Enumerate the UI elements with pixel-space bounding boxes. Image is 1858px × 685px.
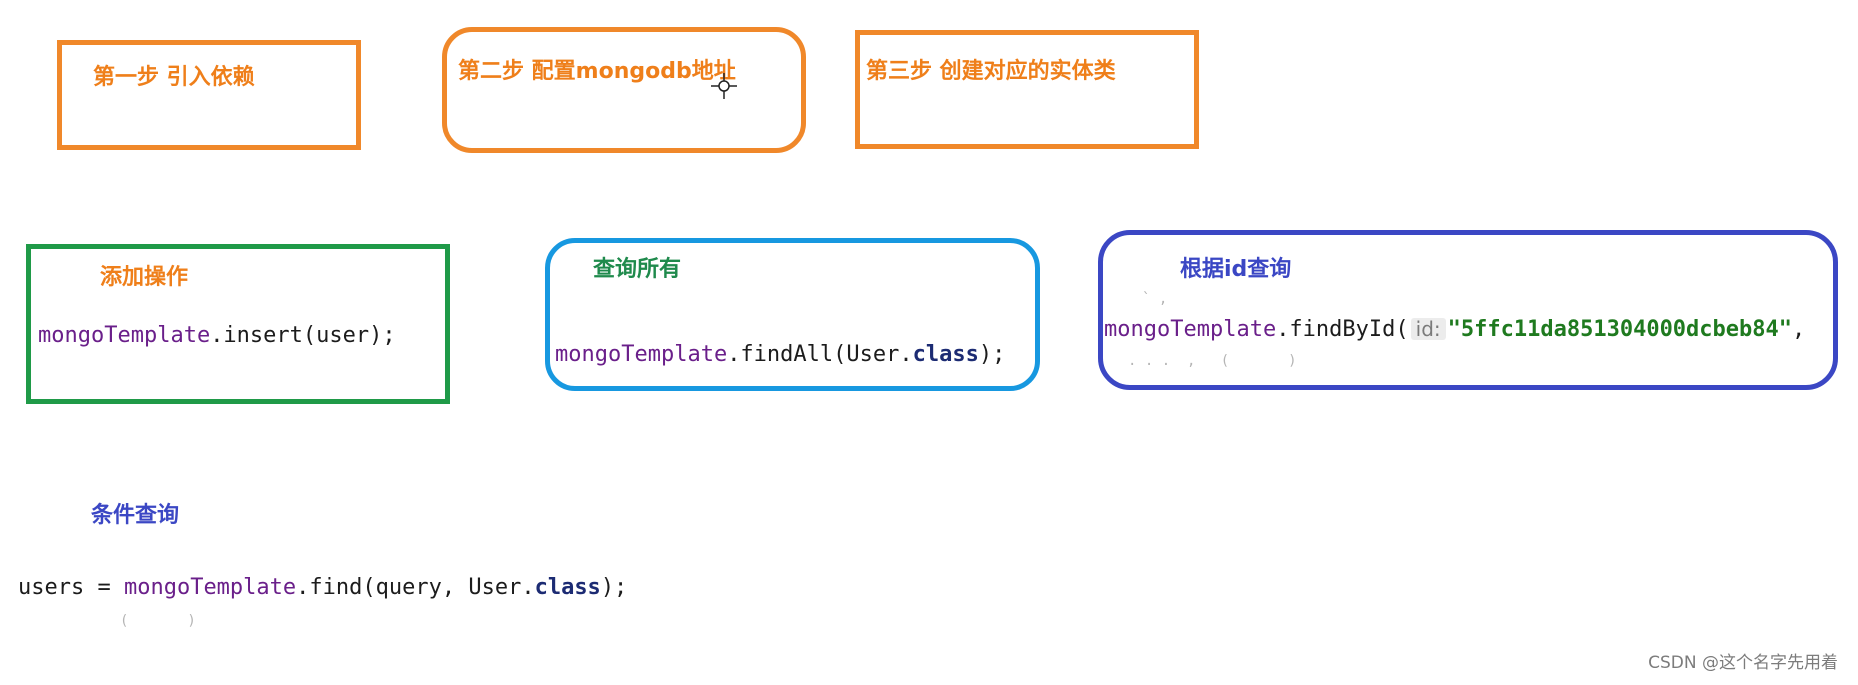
code-method: .findById( bbox=[1276, 317, 1409, 342]
code-fragment-below: . . . , ( ) bbox=[1128, 353, 1297, 369]
step1-box bbox=[57, 40, 361, 150]
code-object: mongoTemplate bbox=[38, 323, 211, 348]
code-keyword: class bbox=[534, 575, 601, 600]
code-end: ); bbox=[978, 342, 1006, 367]
condition-query-code: users = mongoTemplate.find(query, User.c… bbox=[18, 577, 627, 599]
csdn-watermark: CSDN @这个名字先用着 bbox=[1648, 653, 1838, 673]
code-end: ); bbox=[600, 575, 628, 600]
find-by-id-title: 根据id查询 bbox=[1180, 257, 1292, 282]
add-operation-box bbox=[26, 244, 450, 404]
step3-box bbox=[855, 30, 1199, 149]
code-object: mongoTemplate bbox=[1104, 317, 1277, 342]
code-fragment-bottom: ( ) bbox=[120, 613, 196, 629]
code-object: mongoTemplate bbox=[123, 575, 297, 600]
find-by-id-box bbox=[1098, 230, 1838, 390]
code-object: mongoTemplate bbox=[555, 342, 728, 367]
step2-box bbox=[442, 27, 806, 153]
find-all-title: 查询所有 bbox=[593, 257, 682, 282]
add-operation-title: 添加操作 bbox=[100, 265, 189, 290]
step3-title: 第三步 创建对应的实体类 bbox=[866, 59, 1116, 84]
add-operation-code: mongoTemplate.insert(user); bbox=[38, 325, 396, 347]
code-fragment-above: ` , bbox=[1142, 291, 1168, 307]
find-all-box bbox=[545, 238, 1040, 391]
find-all-code: mongoTemplate.findAll(User.class); bbox=[555, 344, 1005, 366]
code-keyword: class bbox=[912, 342, 979, 367]
code-prefix: users = bbox=[18, 575, 124, 600]
step1-title: 第一步 引入依赖 bbox=[93, 65, 255, 90]
step2-title: 第二步 配置mongodb地址 bbox=[458, 59, 736, 84]
param-hint: id: bbox=[1410, 318, 1446, 340]
code-method: .insert(user); bbox=[210, 323, 396, 348]
crosshair-move-cursor-icon bbox=[711, 73, 737, 99]
code-method: .find(query, User. bbox=[296, 575, 535, 600]
code-end: , bbox=[1792, 317, 1806, 342]
condition-query-title: 条件查询 bbox=[91, 503, 180, 528]
code-string: "5ffc11da851304000dcbeb84" bbox=[1447, 317, 1793, 342]
find-by-id-code: mongoTemplate.findById(id:"5ffc11da85130… bbox=[1104, 318, 1805, 341]
code-method: .findAll(User. bbox=[727, 342, 913, 367]
